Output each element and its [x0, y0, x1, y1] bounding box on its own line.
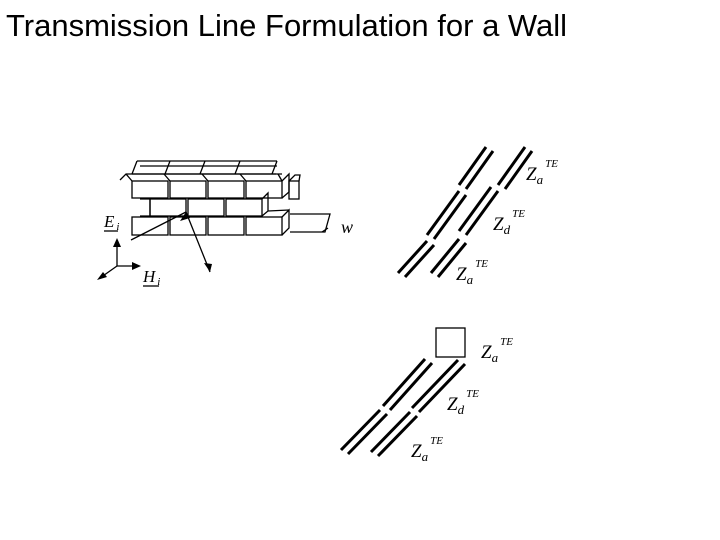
width-label: w: [341, 217, 353, 237]
upper-air-impedance-label-2: ZaTE: [456, 258, 488, 287]
arrow-diag-icon: [97, 272, 107, 280]
upper-transmission-line: [396, 146, 534, 279]
ray-arrowhead-icon: [180, 212, 190, 221]
source-box: [435, 327, 466, 358]
ray-arrowhead-icon: [204, 263, 212, 272]
upper-dielectric-impedance-label: ZdTE: [493, 208, 525, 237]
lower-air-impedance-label-2: ZaTE: [411, 435, 443, 464]
upper-air-impedance-label: ZaTE: [526, 158, 558, 187]
incident-rays: [130, 211, 212, 273]
brick-wall: [119, 160, 301, 236]
arrow-right-icon: [132, 262, 141, 270]
lower-transmission-line: [339, 327, 467, 458]
wall-width-dimension: w: [290, 213, 353, 237]
slide-title: Transmission Line Formulation for a Wall: [6, 8, 568, 43]
arrow-up-icon: [113, 238, 121, 247]
lower-air-impedance-label: ZaTE: [481, 336, 513, 365]
lower-dielectric-impedance-label: ZdTE: [447, 388, 479, 417]
